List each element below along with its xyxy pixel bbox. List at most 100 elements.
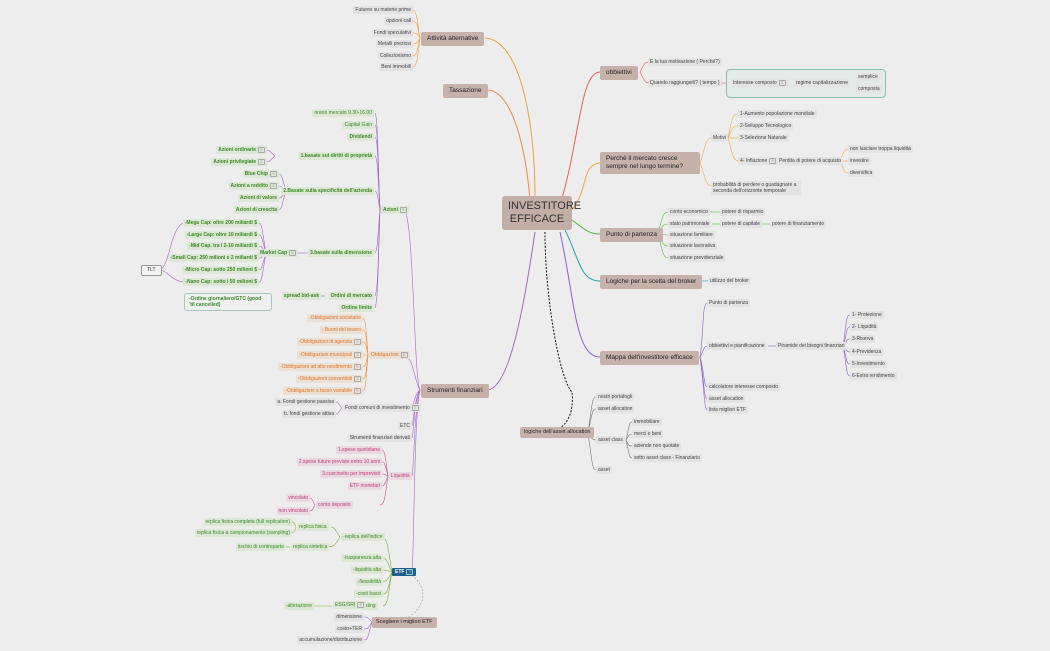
list-item[interactable]: rischio di controparte [235,543,286,551]
list-item[interactable]: rating [361,602,378,610]
list-item[interactable]: 3.basate sulla dimensione [308,249,374,257]
list-item[interactable]: 5-Investimento [850,360,887,368]
list-item[interactable]: Azioni ordinarie≡ [216,146,267,154]
branch-attivita-alternative[interactable]: Attività alternative [421,32,485,46]
list-item[interactable]: Collezionismo [377,52,413,60]
list-item[interactable]: -Obbligazioni societarie [307,314,363,322]
list-item[interactable]: Beni immobili [379,63,413,71]
list-item[interactable]: conto economico [668,208,710,216]
list-item[interactable]: calcolatore interesse composto [707,383,780,391]
branch-mappa-investitore[interactable]: Mappa dell'investitore efficace [600,351,699,365]
branch-scegliere-etf[interactable]: Scegliere i migliori ETF [372,617,437,628]
list-item[interactable]: Strumenti finanziari derivati [347,434,412,442]
list-item[interactable]: Piramide dei bisogni finanziari [776,342,847,350]
list-item[interactable]: Capital Gain [342,121,374,129]
list-item[interactable]: 1- Protezione [850,311,884,319]
list-item[interactable]: 3-Riserva [850,335,876,343]
branch-strumenti-finanziari[interactable]: Strumenti finanziari [421,384,489,398]
list-item[interactable]: Quando raggiungerli? ( tempo ) [648,79,722,87]
branch-mercato[interactable]: Perché il mercato cresce sempre nel lung… [600,152,700,174]
list-item[interactable]: potere di risparmio [720,208,766,216]
branch-asset-allocation[interactable]: logiche dell'asset allocation [520,427,595,438]
list-item[interactable]: situazione familiare [668,231,715,239]
list-item[interactable]: Futures su materie prime [353,6,413,14]
list-item[interactable]: asset [596,466,612,474]
fondi-node[interactable]: Fondi comuni di investimento≡ [343,404,421,412]
list-item[interactable]: 6-Extra rendimento [850,372,897,380]
list-item[interactable]: asset allocation [596,405,635,413]
branch-logiche-broker[interactable]: Logiche per la scelta del broker [600,275,703,289]
list-item[interactable]: -flessibilità [355,578,383,586]
list-item[interactable]: lista migliori ETF [707,406,748,414]
list-item[interactable]: vincolato [286,494,310,502]
list-item[interactable]: Fondi speculativi [371,29,413,37]
branch-tassazione[interactable]: Tassazione [443,84,488,98]
list-item[interactable]: Ordini di mercato [328,292,374,300]
list-item[interactable]: -Mega Cap: oltre 200 miliardi $ [182,219,259,227]
list-item[interactable]: 2.spese future previste entro 10 anni [296,458,382,466]
list-item[interactable]: non lasciare troppa liquidità [848,145,913,153]
branch-punto-di-partenza[interactable]: Punto di partenza [600,228,663,242]
list-item[interactable]: Blue Chip≡ [242,170,279,178]
list-item[interactable]: composta [856,85,882,93]
branch-obiettivi[interactable]: obbiettivi [600,66,638,80]
list-item[interactable]: -Obbligazioni ad alto rendimento≡ [278,363,363,371]
list-item[interactable]: -Obbligazioni a tasso variabile≡ [283,387,363,395]
list-item[interactable]: immobiliare [632,418,662,426]
list-item[interactable]: probabilità di perdere o guadagnare a se… [711,181,801,195]
list-item[interactable]: utilizzo del broker [708,277,751,285]
list-item[interactable]: costo+TER [335,625,364,633]
list-item[interactable]: replica fisica completa (full replicatio… [203,518,292,526]
list-item[interactable]: asset allocation [707,395,746,403]
list-item[interactable]: ETC [398,422,412,430]
list-item[interactable]: Motivi [711,134,729,142]
gtc-note[interactable]: -Ordine giornaliero/GTC (good 'til cance… [184,293,272,311]
list-item[interactable]: situazione previdenziale [668,254,726,262]
list-item[interactable]: spread bid-ask [281,292,321,300]
tlt-summary[interactable]: TLT [141,265,162,276]
list-item[interactable]: nostri portafogli [596,393,635,401]
obbligazioni-node[interactable]: Obbligazioni≡ [369,351,410,359]
list-item[interactable]: ESG/SRI≡ [333,601,367,609]
list-item[interactable]: 1.basate sui diritti di proprietà [298,152,374,160]
list-item[interactable]: Dividendi [347,133,374,141]
list-item[interactable]: Perdita di potere di acquisto [777,157,843,165]
list-item[interactable]: -Obbligazioni di agenzia≡ [296,338,363,346]
list-item[interactable]: -Micro Cap: sotto 250 milioni $ [182,266,259,274]
list-item[interactable]: -alterazione [283,602,314,610]
list-item[interactable]: 1-Aumento popolazione mondiale [738,110,817,118]
list-item[interactable]: semplice [856,73,880,81]
market-cap-node[interactable]: Market Cap≡ [258,249,298,257]
list-item[interactable]: sotto asset class - Finanziario [632,454,702,462]
list-item[interactable]: Azioni di crescita [233,206,279,214]
list-item[interactable]: Azioni a reddito≡ [228,182,279,190]
list-item[interactable]: obbiettivi e pianificazione [707,342,767,350]
list-item[interactable]: 4-Previdenza [850,348,884,356]
list-item[interactable]: diversifica [848,169,875,177]
list-item[interactable]: aziende non quotate [632,442,682,450]
list-item[interactable]: asset class [596,436,625,444]
list-item[interactable]: orario mercato 9.30-16.00 [312,109,374,117]
list-item[interactable]: a. Fondi gestione passiva [275,398,336,406]
list-item[interactable]: replica fisica [297,523,329,531]
list-item[interactable]: ETF monetari [347,482,382,490]
list-item[interactable]: investire [848,157,871,165]
list-item[interactable]: stato patrimoniale [668,220,712,228]
list-item[interactable]: -Mid Cap. tra i 2-10 miliardi $ [187,242,259,250]
list-item[interactable]: -Large Cap: oltre 10 miliardi $ [184,231,259,239]
central-topic[interactable]: INVESTITORE EFFICACE [502,196,581,230]
list-item[interactable]: 2-Sviluppo Tecnologico [738,122,794,130]
etf-node[interactable]: ETF≡ [392,568,417,576]
list-item[interactable]: 1.spese quotidiane [336,446,382,454]
list-item[interactable]: -trasparenza alta [341,554,383,562]
list-item[interactable]: -Small Cap: 250 milioni e 2 miliardi $ [168,254,259,262]
azioni-node[interactable]: Azioni≡ [381,206,409,214]
list-item[interactable]: replica fisica a campionamento (sampling… [194,529,292,537]
list-item[interactable]: dimensione [334,613,364,621]
list-item[interactable]: -liquidità alta [350,566,383,574]
list-item[interactable]: opzioni call [384,17,413,25]
list-item[interactable]: E la tua motivazione ( Perché?) [648,58,722,66]
list-item[interactable]: -Obbligazioni municipali≡ [297,351,363,359]
list-item[interactable]: 2.Basate sulla specificità dell'azienda [281,187,374,195]
list-item[interactable]: accumulazione/distribuzione [297,636,364,644]
